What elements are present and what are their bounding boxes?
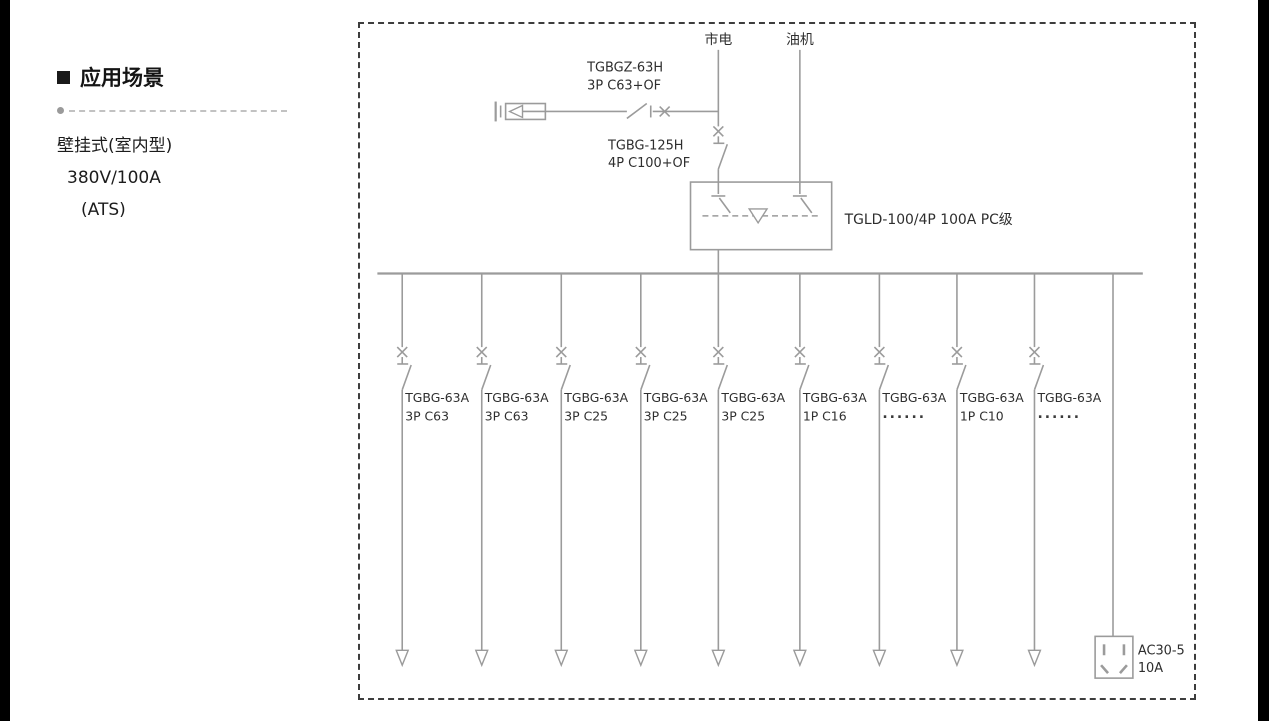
panel-line-ats: (ATS) xyxy=(81,200,126,220)
left-panel: 应用场景 壁挂式(室内型) 380V/100A (ATS) xyxy=(57,62,309,220)
feeder-line-6: TGBG-63A 1P C16 xyxy=(792,273,867,668)
feeder-label-3b: 3P C25 xyxy=(564,409,608,424)
load-arrow-icon xyxy=(474,649,489,668)
ats-actuator-icon xyxy=(747,208,769,225)
socket-feeder-line: AC30-5 10A xyxy=(1094,273,1185,679)
dashed-separator xyxy=(57,107,287,114)
breaker-icon xyxy=(712,346,729,391)
right-edge-bar xyxy=(1258,0,1269,721)
separator-dashes xyxy=(69,109,287,112)
feeder-label-5b: 3P C25 xyxy=(721,409,765,424)
feeder-label-2a: TGBG-63A xyxy=(484,390,549,405)
ats-switch: TGLD-100/4P 100A PC级 xyxy=(689,181,1013,274)
load-arrow-icon xyxy=(633,649,648,668)
feeder-label-5a: TGBG-63A xyxy=(720,390,785,405)
feeder-line-1: TGBG-63A 3P C63 xyxy=(395,273,470,668)
generator-line: 油机 xyxy=(786,32,814,183)
feeder-line-7: TGBG-63A ······ xyxy=(872,273,947,668)
load-arrow-icon xyxy=(395,649,410,668)
feeder-line-8: TGBG-63A 1P C10 xyxy=(949,273,1024,668)
breaker-icon xyxy=(794,346,810,391)
feeder-line-9: TGBG-63A ······ xyxy=(1027,273,1102,668)
panel-line-mounting: 壁挂式(室内型) xyxy=(57,136,173,156)
spd-label-2: 3P C63+OF xyxy=(587,79,661,94)
breaker-icon xyxy=(1028,346,1045,391)
mains-label: 市电 xyxy=(704,31,732,48)
feeder-label-1a: TGBG-63A xyxy=(404,390,469,405)
main-breaker-label-2: 4P C100+OF xyxy=(608,156,690,171)
feeder-label-8b: 1P C10 xyxy=(960,409,1004,424)
feeder-label-4a: TGBG-63A xyxy=(643,390,708,405)
load-arrow-icon xyxy=(792,649,807,668)
breaker-icon xyxy=(396,346,412,391)
socket-label-2: 10A xyxy=(1138,661,1163,676)
feeder-label-6b: 1P C16 xyxy=(803,409,847,424)
feeder-label-2b: 3P C63 xyxy=(485,409,529,424)
main-breaker-labels: TGBG-125H 4P C100+OF xyxy=(607,138,690,171)
section-title: 应用场景 xyxy=(57,62,309,92)
mains-line: 市电 xyxy=(704,31,732,184)
load-arrow-icon xyxy=(872,649,887,668)
separator-dot-icon xyxy=(57,107,64,114)
spd-label-1: TGBGZ-63H xyxy=(586,61,663,76)
ats-label: TGLD-100/4P 100A PC级 xyxy=(844,212,1013,228)
breaker-icon xyxy=(951,346,967,391)
surge-arrester-icon xyxy=(494,101,547,122)
load-arrow-icon xyxy=(949,649,964,668)
breaker-icon xyxy=(475,346,492,391)
feeder-label-7b: ······ xyxy=(882,410,926,426)
main-breaker-icon xyxy=(712,125,729,170)
one-line-diagram: 市电 油机 TGBGZ-63H 3P C63+OF xyxy=(377,31,1185,679)
feeder-line-3: TGBG-63A 3P C25 xyxy=(554,273,629,668)
breaker-icon xyxy=(555,346,572,391)
section-title-text: 应用场景 xyxy=(80,66,164,90)
feeder-label-3a: TGBG-63A xyxy=(563,390,628,405)
feeder-label-7a: TGBG-63A xyxy=(881,390,946,405)
load-arrow-icon xyxy=(1027,649,1042,668)
feeder-label-9a: TGBG-63A xyxy=(1036,390,1101,405)
square-bullet-icon xyxy=(57,70,70,84)
feeder-line-5: TGBG-63A 3P C25 xyxy=(711,273,786,668)
left-edge-bar xyxy=(0,0,10,721)
load-arrow-icon xyxy=(711,649,726,668)
feeder-label-6a: TGBG-63A xyxy=(802,390,867,405)
ats-box xyxy=(689,181,833,251)
spd-branch: TGBGZ-63H 3P C63+OF xyxy=(494,61,719,122)
socket-label-1: AC30-5 xyxy=(1138,643,1185,658)
feeder-label-1b: 3P C63 xyxy=(405,409,449,424)
feeder-line-2: TGBG-63A 3P C63 xyxy=(474,273,549,668)
breaker-icon xyxy=(873,346,890,391)
generator-label: 油机 xyxy=(786,32,814,48)
feeder-line-4: TGBG-63A 3P C25 xyxy=(633,273,708,668)
schematic-panel: 市电 油机 TGBGZ-63H 3P C63+OF xyxy=(358,22,1196,700)
socket-icon xyxy=(1094,635,1134,679)
main-breaker-label-1: TGBG-125H xyxy=(607,138,684,153)
load-arrow-icon xyxy=(554,649,569,668)
panel-line-rating: 380V/100A xyxy=(67,168,161,188)
breaker-icon xyxy=(635,346,651,391)
feeder-label-4b: 3P C25 xyxy=(644,409,688,424)
feeder-label-9b: ······ xyxy=(1037,410,1081,426)
feeder-label-8a: TGBG-63A xyxy=(959,390,1024,405)
